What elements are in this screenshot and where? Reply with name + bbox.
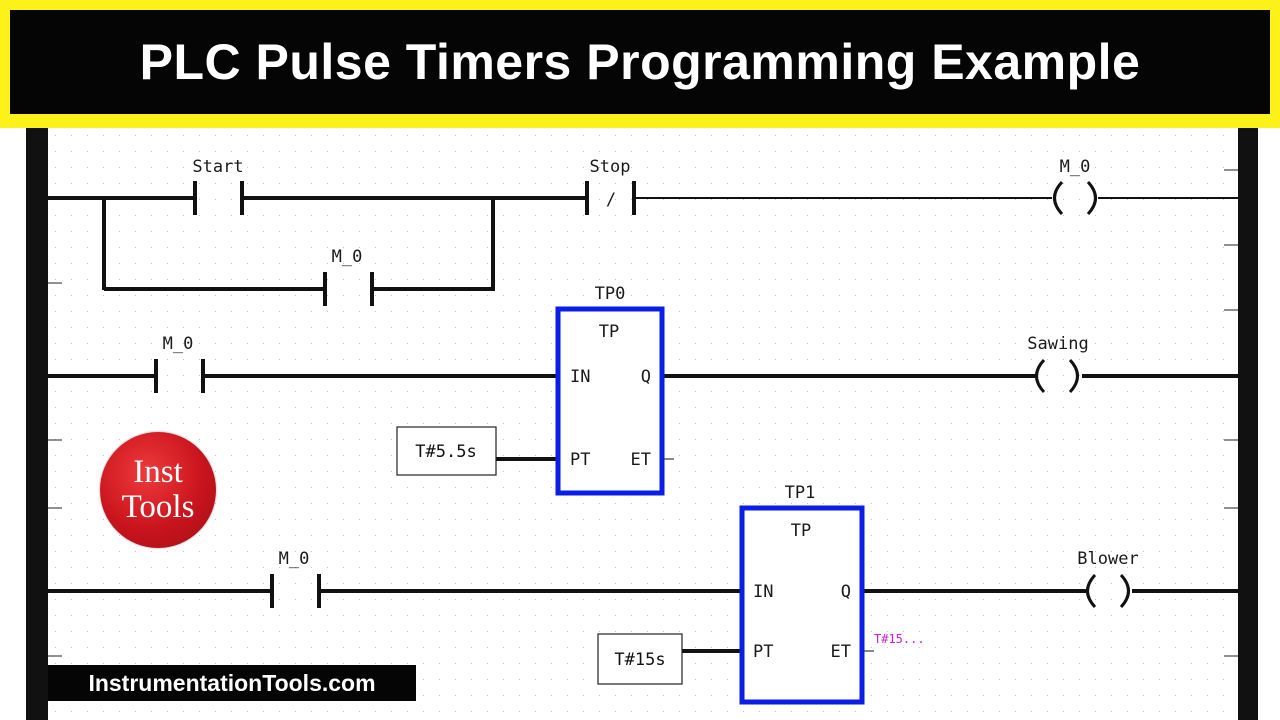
left-power-rail — [26, 128, 48, 720]
m0-coil-label: M_0 — [1060, 157, 1091, 177]
tp0-timer-block[interactable] — [555, 306, 665, 496]
blower-coil-label: Blower — [1077, 549, 1138, 569]
tp0-in-pin: IN — [570, 367, 590, 387]
start-label: Start — [192, 157, 243, 177]
m0-coil[interactable] — [1053, 180, 1097, 216]
m0-seal-label: M_0 — [332, 247, 363, 267]
tp1-pt-pin: PT — [753, 642, 773, 662]
m0-contact-rung3-label: M_0 — [279, 549, 310, 569]
tp0-q-pin: Q — [641, 367, 651, 387]
tp1-preset-box[interactable] — [597, 633, 683, 685]
tp1-in-pin: IN — [753, 582, 773, 602]
logo-line-2: Tools — [121, 489, 195, 525]
inst-tools-logo: Inst Tools — [100, 432, 216, 548]
m0-contact-rung2[interactable] — [154, 359, 205, 393]
m0-contact-rung3[interactable] — [270, 574, 321, 608]
title-banner: PLC Pulse Timers Programming Example — [0, 0, 1280, 128]
logo-line-1: Inst — [133, 454, 183, 490]
start-contact[interactable] — [193, 181, 244, 215]
m0-contact-rung2-label: M_0 — [163, 334, 194, 354]
website-banner: InstrumentationTools.com — [48, 665, 416, 701]
sawing-coil-label: Sawing — [1027, 334, 1088, 354]
stop-nc-symbol: / — [606, 190, 616, 210]
tp1-timer-name: TP1 — [785, 483, 816, 503]
sawing-coil[interactable] — [1035, 358, 1079, 394]
stop-contact[interactable] — [585, 181, 636, 215]
tp1-type-label: TP — [791, 521, 811, 541]
tp0-et-pin: ET — [631, 450, 651, 470]
rung-1: Start / Stop M_0 M_0 — [48, 157, 1238, 306]
tp1-timer-block[interactable] — [739, 505, 865, 705]
title-box: PLC Pulse Timers Programming Example — [10, 10, 1270, 114]
m0-seal-contact[interactable] — [323, 272, 374, 306]
tp0-pt-pin: PT — [570, 450, 590, 470]
right-power-rail — [1238, 128, 1258, 720]
tp1-et-pin: ET — [831, 642, 851, 662]
rung-3: M_0 TP1 TP IN Q PT ET T#15... T#15s Blow… — [48, 483, 1238, 705]
blower-coil[interactable] — [1086, 573, 1130, 609]
tp0-timer-name: TP0 — [595, 284, 626, 304]
rung-2: M_0 TP0 TP IN Q PT ET T#5.5s Sawing — [48, 284, 1238, 496]
tp0-type-label: TP — [599, 322, 619, 342]
tp1-et-value: T#15... — [874, 632, 925, 646]
rail-ticks — [48, 169, 1238, 657]
page-title: PLC Pulse Timers Programming Example — [139, 34, 1141, 90]
stop-label: Stop — [590, 157, 631, 177]
tp1-preset-value: T#15s — [614, 650, 665, 670]
website-url: InstrumentationTools.com — [88, 669, 376, 696]
tp0-preset-value: T#5.5s — [415, 442, 476, 462]
tp1-q-pin: Q — [841, 582, 851, 602]
tp0-preset-box[interactable] — [396, 426, 497, 476]
